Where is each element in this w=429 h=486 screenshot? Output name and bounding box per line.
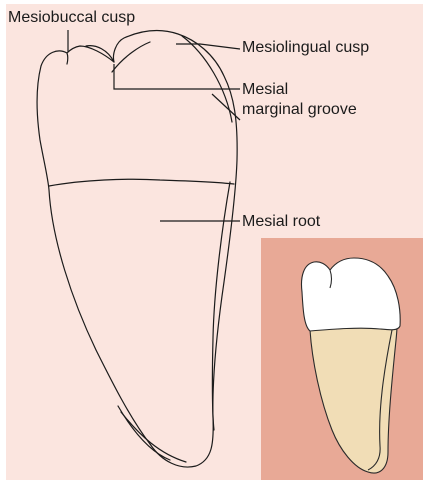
tooth-outline xyxy=(37,31,237,467)
root-apex-inner xyxy=(121,412,186,462)
mesial-marginal-ridge-right xyxy=(112,42,150,72)
root-apex-line xyxy=(118,406,170,460)
tooth-outline-line-drawing xyxy=(37,31,237,467)
inset-crown xyxy=(302,258,401,331)
label-mesiolingual-cusp: Mesiolingual cusp xyxy=(242,38,369,57)
mesiolingual-cusp-leader xyxy=(176,44,240,49)
lingual-contour-line xyxy=(182,36,232,122)
label-mesial-marginal-groove-line1: Mesial xyxy=(242,80,288,99)
leader-lines xyxy=(68,30,240,221)
inset-tooth xyxy=(302,258,401,473)
label-mesial-marginal-groove-line2: marginal groove xyxy=(242,100,357,119)
mesiobuccal-cusp-ridge xyxy=(67,53,68,64)
inset-root xyxy=(310,326,397,473)
label-mesiobuccal-cusp: Mesiobuccal cusp xyxy=(8,8,135,27)
label-mesial-root: Mesial root xyxy=(242,212,320,231)
mesial-marginal-groove-leader xyxy=(114,64,240,89)
cervical-line xyxy=(49,179,234,186)
